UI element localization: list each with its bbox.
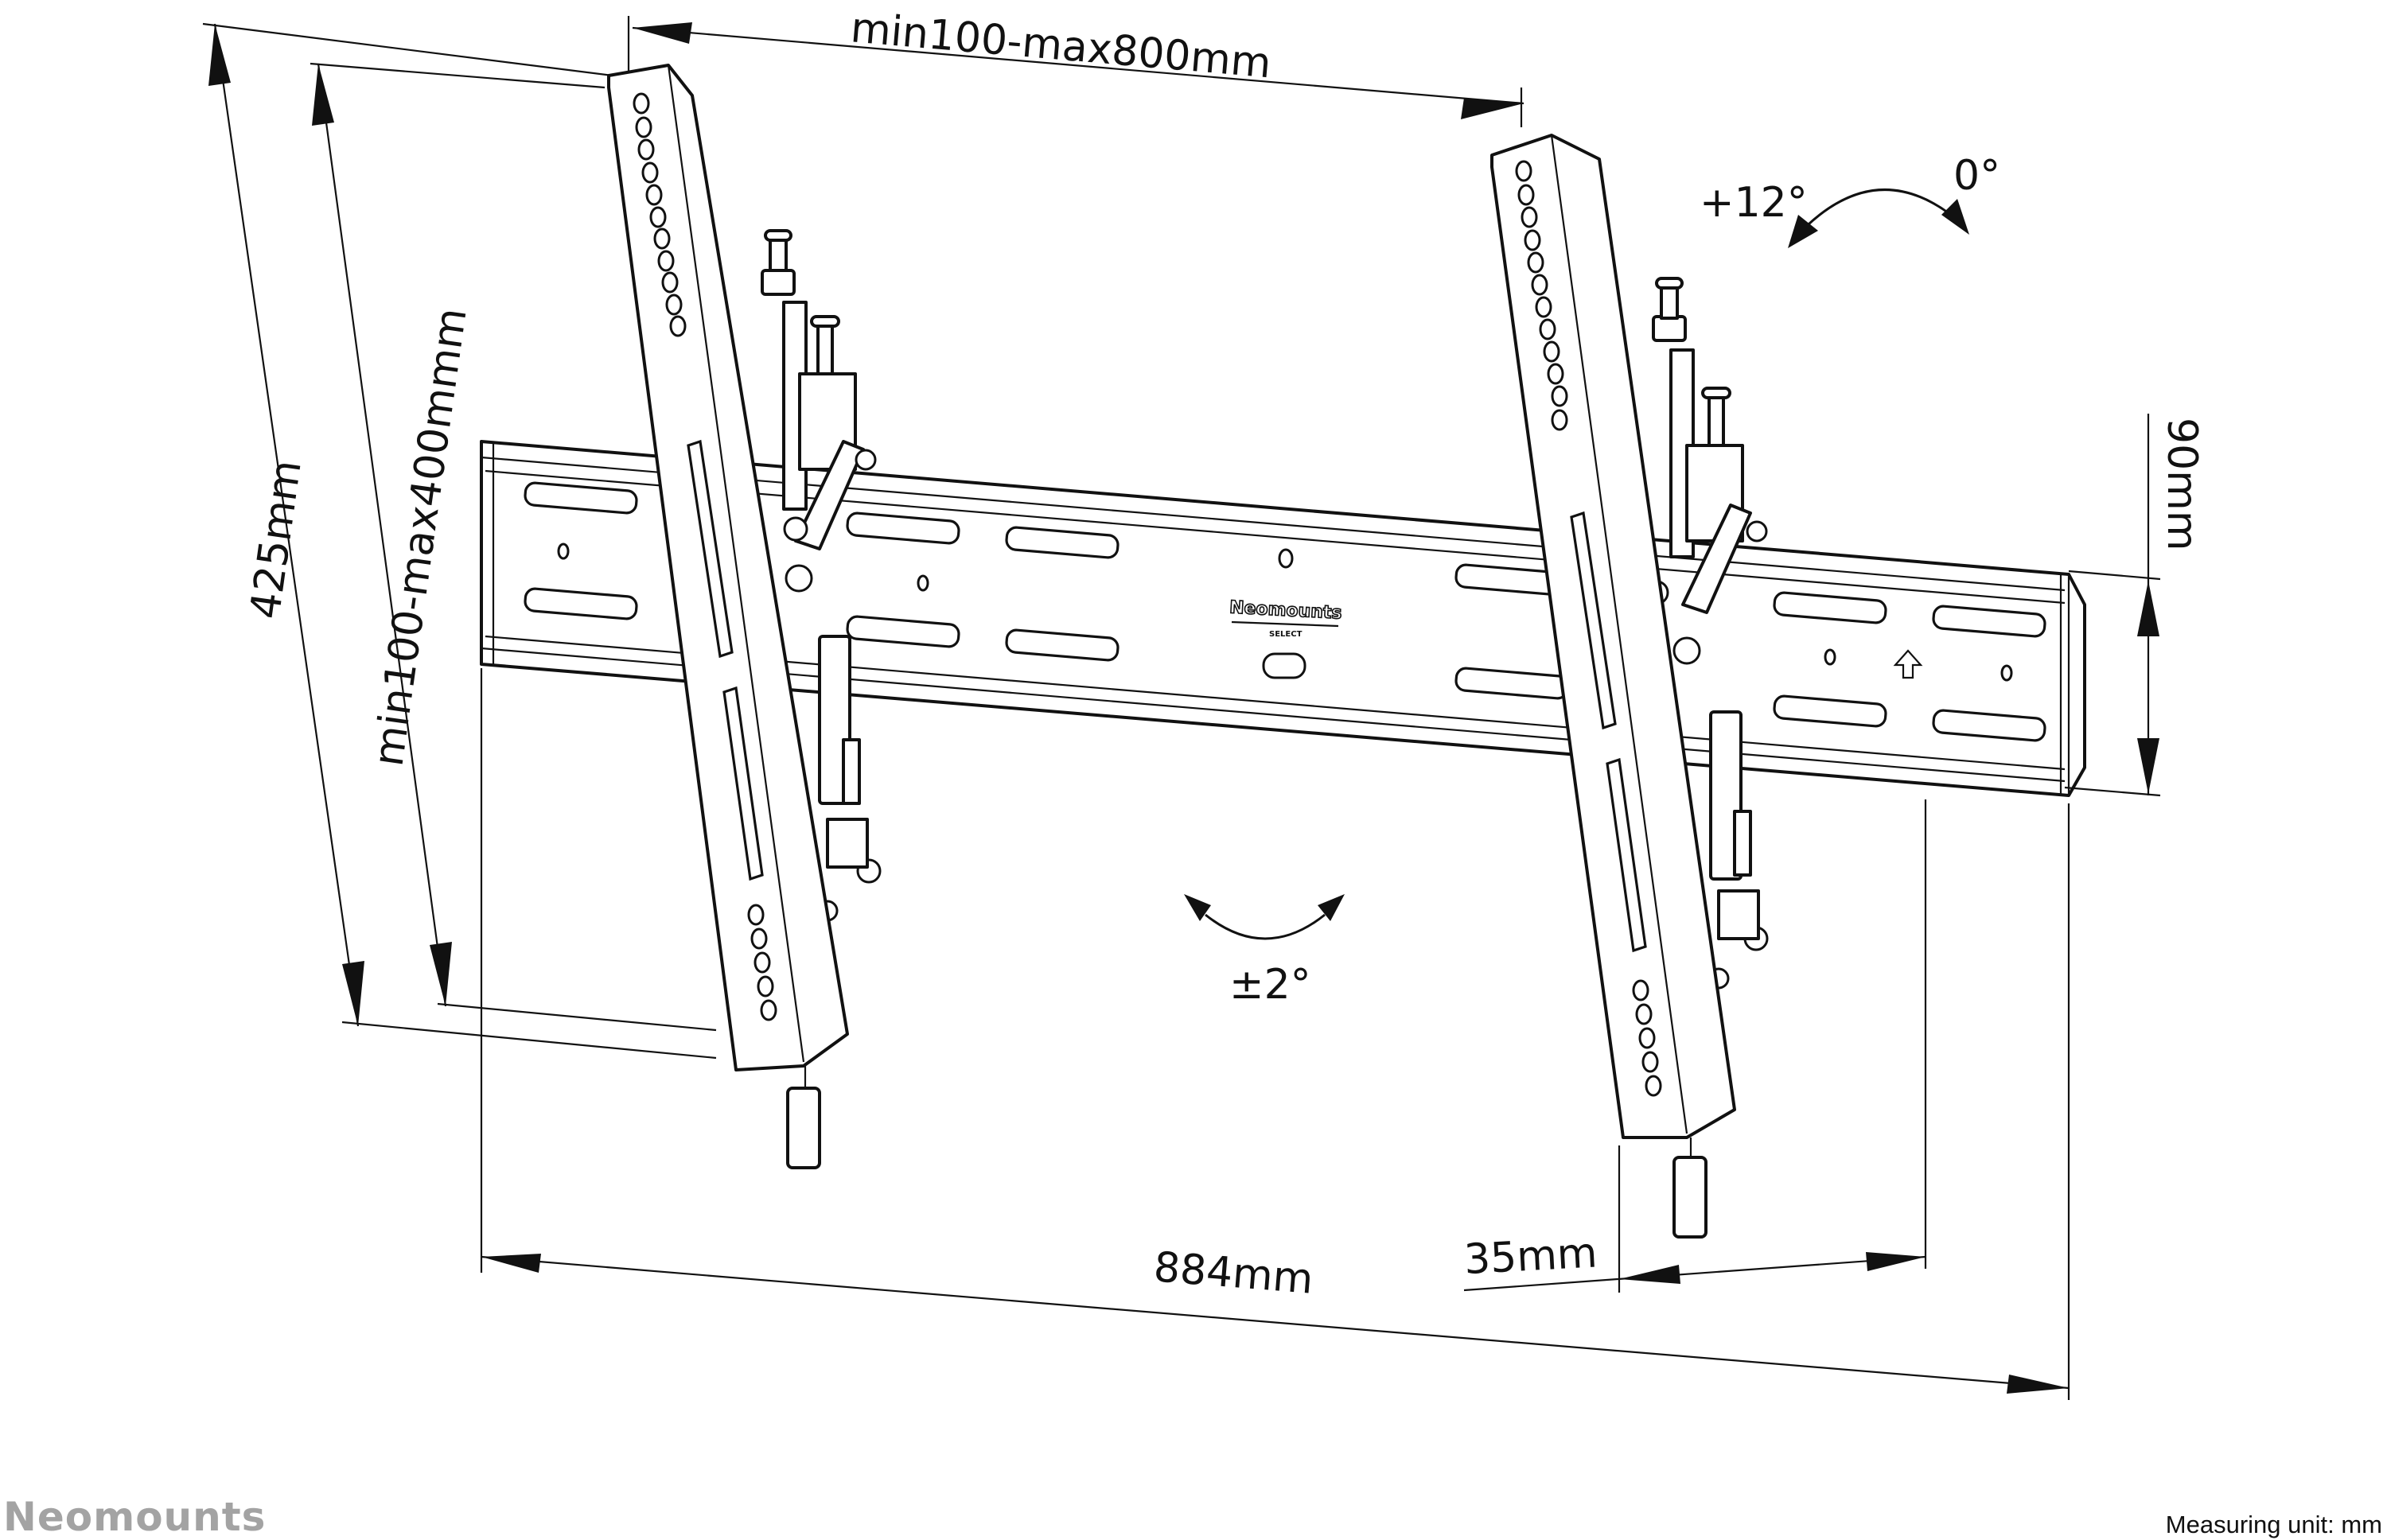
left-tilt-mechanism xyxy=(761,229,882,922)
neomounts-logo: Neomounts xyxy=(3,1494,267,1540)
right-tilt-mechanism xyxy=(1644,277,1769,990)
level-adjust-indicator: ±2° xyxy=(1184,894,1345,1009)
left-bracket-holes xyxy=(633,92,777,1021)
up-arrow-icon xyxy=(1893,649,1923,679)
tilt-angle-indicator: +12° 0° xyxy=(1700,152,2000,248)
rail-height-label: 90mm xyxy=(2158,418,2206,550)
tilt-min-label: 0° xyxy=(1953,152,2000,200)
dimension-depth: 35mm xyxy=(1463,799,1927,1293)
right-bracket-holes xyxy=(1515,160,1662,1097)
right-tv-bracket xyxy=(1490,134,1769,1239)
measuring-unit-note: Measuring unit: mm xyxy=(2165,1511,2382,1538)
total-height-label: 425mm xyxy=(241,457,310,622)
total-width-label: 884mm xyxy=(1152,1243,1315,1304)
vesa-width-label: min100-max800mm xyxy=(849,4,1273,88)
dimension-vesa-width: min100-max800mm xyxy=(627,4,1524,127)
depth-label: 35mm xyxy=(1463,1229,1598,1284)
rail-series-text: SELECT xyxy=(1269,630,1303,639)
right-release-handle xyxy=(1672,1156,1708,1239)
level-adjust-label: ±2° xyxy=(1229,961,1311,1009)
left-release-handle xyxy=(786,1087,821,1169)
tilt-max-label: +12° xyxy=(1700,179,1808,227)
left-tv-bracket xyxy=(607,64,882,1169)
dimension-rail-height: 90mm xyxy=(2064,414,2206,797)
